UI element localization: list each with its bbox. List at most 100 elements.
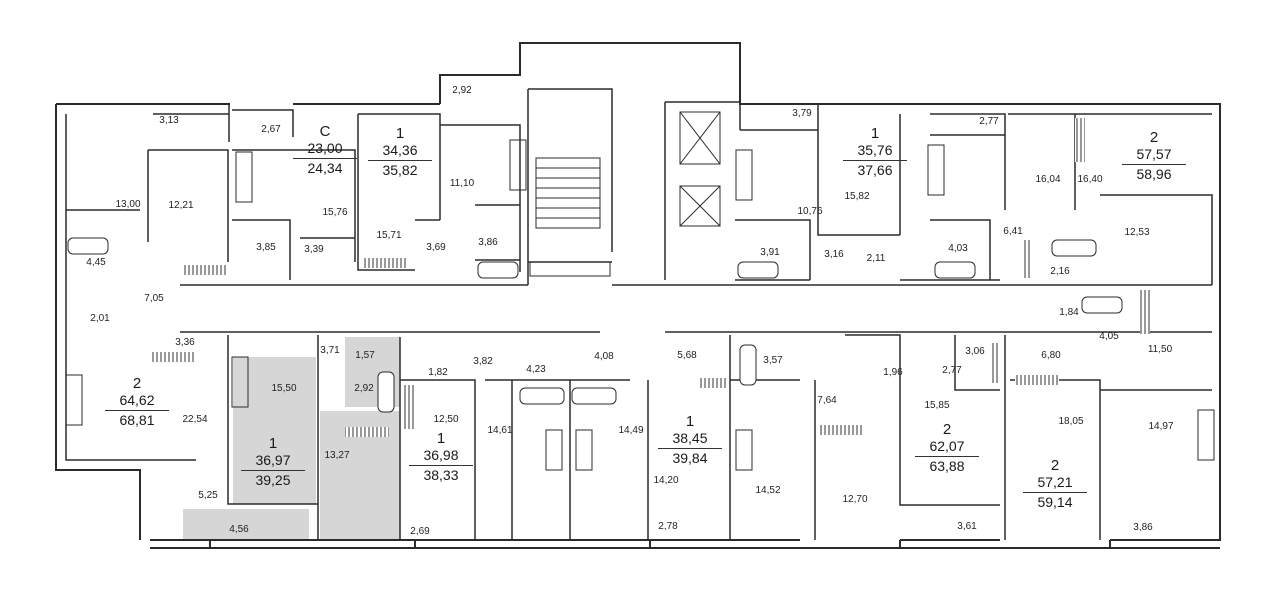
room-area: 13,27 bbox=[324, 450, 350, 461]
room-area: 6,80 bbox=[1041, 350, 1061, 361]
partition-walls bbox=[65, 88, 1213, 540]
room-area: 4,45 bbox=[86, 257, 106, 268]
room-area: 3,39 bbox=[304, 244, 324, 255]
room-area: 11,50 bbox=[1147, 344, 1173, 355]
room-area: 7,05 bbox=[144, 293, 164, 304]
apartment-total-area: 39,84 bbox=[672, 450, 708, 466]
room-area: 3,16 bbox=[824, 249, 844, 260]
apartment-label-1d[interactable]: 1 36,98 38,33 bbox=[409, 431, 473, 484]
room-area: 3,06 bbox=[965, 346, 985, 357]
room-area: 15,85 bbox=[924, 400, 950, 411]
apartment-type: 2 bbox=[132, 375, 142, 392]
kitchen-units bbox=[65, 139, 1215, 471]
room-area: 2,67 bbox=[261, 124, 281, 135]
room-area: 12,21 bbox=[168, 200, 194, 211]
room-area: 13,00 bbox=[115, 199, 141, 210]
room-area: 4,05 bbox=[1099, 331, 1119, 342]
apartment-label-1b[interactable]: 1 35,76 37,66 bbox=[843, 126, 907, 179]
room-area: 3,71 bbox=[320, 345, 340, 356]
room-area: 1,84 bbox=[1059, 307, 1079, 318]
apartment-area: 38,45 bbox=[658, 430, 722, 449]
apartment-label-2d[interactable]: 2 57,21 59,14 bbox=[1023, 458, 1087, 511]
room-area: 16,04 bbox=[1035, 174, 1061, 185]
room-area: 12,53 bbox=[1124, 227, 1150, 238]
room-area: 18,05 bbox=[1058, 416, 1084, 427]
room-area: 3,86 bbox=[478, 237, 498, 248]
room-area: 2,77 bbox=[942, 365, 962, 376]
radiators bbox=[150, 118, 1150, 437]
room-area: 3,61 bbox=[957, 521, 977, 532]
apartment-area: 34,36 bbox=[368, 142, 432, 161]
room-area: 3,82 bbox=[473, 356, 493, 367]
room-area: 2,92 bbox=[354, 383, 374, 394]
room-area: 3,13 bbox=[159, 115, 179, 126]
room-area: 2,69 bbox=[410, 526, 430, 537]
room-area: 4,03 bbox=[948, 243, 968, 254]
room-area: 16,40 bbox=[1077, 174, 1103, 185]
room-area: 10,76 bbox=[797, 206, 823, 217]
room-area: 7,64 bbox=[817, 395, 837, 406]
apartment-total-area: 39,25 bbox=[255, 472, 291, 488]
apartment-total-area: 63,88 bbox=[929, 458, 965, 474]
highlighted-apartment[interactable] bbox=[233, 357, 316, 504]
room-area: 22,54 bbox=[182, 414, 208, 425]
room-area: 15,76 bbox=[322, 207, 348, 218]
apartment-area: 36,97 bbox=[241, 452, 305, 471]
apartment-total-area: 35,82 bbox=[382, 162, 418, 178]
apartment-label-1e[interactable]: 1 38,45 39,84 bbox=[658, 414, 722, 467]
room-area: 14,97 bbox=[1148, 421, 1174, 432]
apartment-area: 64,62 bbox=[105, 392, 169, 411]
apartment-area: 36,98 bbox=[409, 447, 473, 466]
room-area: 3,91 bbox=[760, 247, 780, 258]
room-area: 3,85 bbox=[256, 242, 276, 253]
room-area: 14,20 bbox=[653, 475, 679, 486]
apartment-total-area: 59,14 bbox=[1037, 494, 1073, 510]
room-area: 3,79 bbox=[792, 108, 812, 119]
room-area: 4,56 bbox=[229, 524, 249, 535]
room-area: 3,57 bbox=[763, 355, 783, 366]
room-area: 12,50 bbox=[433, 414, 459, 425]
apartment-total-area: 24,34 bbox=[307, 160, 343, 176]
room-area: 2,11 bbox=[866, 253, 886, 264]
apartment-type: 2 bbox=[1050, 457, 1060, 474]
room-area: 15,50 bbox=[271, 383, 297, 394]
apartment-type: 1 bbox=[870, 125, 880, 142]
elevators bbox=[679, 111, 721, 227]
outer-walls bbox=[55, 42, 1221, 549]
bathtubs bbox=[67, 237, 1123, 413]
room-area: 2,78 bbox=[658, 521, 678, 532]
apartment-total-area: 37,66 bbox=[857, 162, 893, 178]
apartment-total-area: 58,96 bbox=[1136, 166, 1172, 182]
apartment-label-c[interactable]: С 23,00 24,34 bbox=[293, 124, 357, 177]
room-area: 2,77 bbox=[979, 116, 999, 127]
apartment-label-2b[interactable]: 2 64,62 68,81 bbox=[105, 376, 169, 429]
room-area: 2,16 bbox=[1050, 266, 1070, 277]
stairwell bbox=[529, 157, 611, 277]
apartment-total-area: 38,33 bbox=[423, 467, 459, 483]
room-area: 4,08 bbox=[594, 351, 614, 362]
apartment-label-1c[interactable]: 1 36,97 39,25 bbox=[241, 436, 305, 489]
room-area: 5,25 bbox=[198, 490, 218, 501]
highlighted-balcony bbox=[183, 509, 309, 540]
apartment-type: 1 bbox=[436, 430, 446, 447]
apartment-area: 23,00 bbox=[293, 140, 357, 159]
room-area: 15,82 bbox=[844, 191, 870, 202]
room-area: 4,23 bbox=[526, 364, 546, 375]
room-area: 1,57 bbox=[355, 350, 375, 361]
room-area: 3,86 bbox=[1133, 522, 1153, 533]
apartment-label-1a[interactable]: 1 34,36 35,82 bbox=[368, 126, 432, 179]
apartment-area: 62,07 bbox=[915, 438, 979, 457]
apartment-area: 35,76 bbox=[843, 142, 907, 161]
apartment-total-area: 68,81 bbox=[119, 412, 155, 428]
apartment-label-2a[interactable]: 2 57,57 58,96 bbox=[1122, 130, 1186, 183]
room-area: 2,92 bbox=[452, 85, 472, 96]
apartment-type: 1 bbox=[268, 435, 278, 452]
apartment-label-2c[interactable]: 2 62,07 63,88 bbox=[915, 422, 979, 475]
room-area: 1,96 bbox=[883, 367, 903, 378]
room-area: 11,10 bbox=[449, 178, 475, 189]
room-area: 5,68 bbox=[677, 350, 697, 361]
room-area: 1,82 bbox=[428, 367, 448, 378]
apartment-area: 57,57 bbox=[1122, 146, 1186, 165]
apartment-type: 1 bbox=[395, 125, 405, 142]
